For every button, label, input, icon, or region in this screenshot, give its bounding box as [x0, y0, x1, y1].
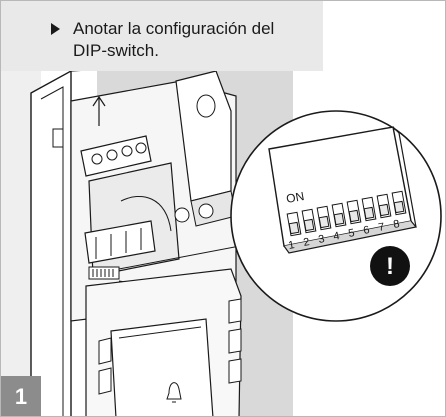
- dip-switch-7: 7: [376, 193, 392, 234]
- warning-mark: !: [386, 253, 394, 280]
- step-number-badge: 1: [1, 376, 41, 416]
- dip-switch-number: 5: [347, 227, 355, 240]
- dip-on-label: ON: [285, 189, 305, 206]
- dip-switch-number: 2: [302, 236, 310, 249]
- dip-switch-3: 3: [316, 205, 332, 246]
- dip-switch-number: 4: [332, 230, 340, 243]
- dip-switch-5: 5: [346, 199, 362, 240]
- dip-switch-6: 6: [361, 196, 377, 237]
- dip-switch-1: 1: [286, 211, 302, 252]
- dip-switch-8: 8: [391, 190, 407, 231]
- triangle-bullet-icon: [51, 23, 60, 35]
- instruction-text: Anotar la configuración del DIP-switch.: [73, 19, 275, 60]
- dip-switch-number: 8: [392, 218, 400, 231]
- dip-switch-number: 7: [377, 221, 385, 234]
- dip-switch-2: 2: [301, 208, 317, 249]
- instruction-panel: Anotar la configuración del DIP-switch.: [1, 1, 323, 71]
- dip-switch-number: 6: [362, 224, 370, 237]
- dip-switch-number: 1: [287, 239, 295, 252]
- dip-switch-4: 4: [331, 202, 347, 243]
- exclamation-circle-icon: !: [370, 246, 410, 286]
- dip-switch-number: 3: [317, 233, 325, 246]
